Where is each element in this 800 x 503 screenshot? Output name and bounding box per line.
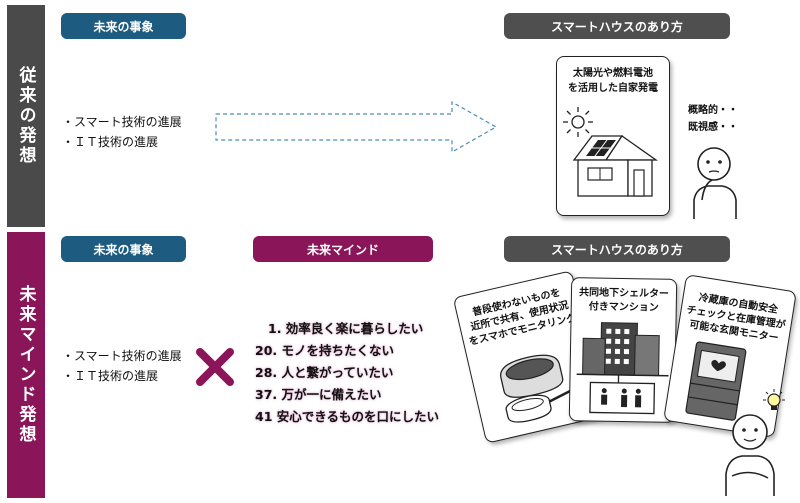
dashed-arrow: [215, 100, 498, 154]
cross-icon: [196, 348, 234, 386]
sharing-card: 普段使わないものを 近所で共有、使用状況 をスマホでモニタリング: [452, 270, 606, 444]
mind-item-37: 37. 万が一に備えたい: [255, 387, 382, 402]
side-label-conventional: 従来の発想: [7, 5, 45, 227]
monitor-card: 冷蔵庫の自動安全 チェックと在庫管理が 可能な玄関モニター: [663, 274, 797, 438]
future-event-header: 未来の事象: [61, 13, 186, 39]
mind-item-1: 1. 効率良く楽に暮らしたい: [268, 321, 424, 336]
mind-item-28: 28. 人と繋がっていたい: [255, 365, 394, 380]
thought-line1: 概略的・・: [688, 105, 738, 116]
fridge-monitor-icon: [685, 341, 747, 421]
smart-house-header: スマートハウスのあり方: [504, 13, 730, 39]
idea-person-icon: [725, 414, 775, 496]
bullet-it-tech: ・ＩＴ技術の進展: [62, 135, 159, 149]
thinking-person-icon: [693, 147, 737, 219]
future-mind-header: 未来マインド: [253, 236, 433, 262]
cookware-icon: [500, 354, 573, 423]
bullet-smart-tech: ・スマート技術の進展: [62, 115, 182, 129]
lightbulb-icon: [763, 389, 785, 410]
mind-item-41: 41 安心できるものを口にしたい: [255, 409, 439, 424]
future-event-header-2: 未来の事象: [61, 236, 186, 262]
smart-house-header-2: スマートハウスのあり方: [504, 236, 730, 262]
shelter-card: 共同地下シェルター 付きマンション: [568, 277, 678, 423]
shelter-text-2: 付きマンション: [588, 301, 659, 314]
mind-item-20: 20. モノを持ちたくない: [255, 343, 394, 358]
solar-house-icon: [572, 135, 659, 197]
side-label-future-mind: 未来マインド発想: [7, 232, 45, 498]
card-text-line2: を活用した自家発電: [568, 83, 658, 94]
sun-icon: [563, 107, 593, 137]
apartment-shelter-icon: [576, 322, 669, 415]
bullet-smart-tech-2: ・スマート技術の進展: [62, 349, 182, 363]
thought-line2: 既視感・・: [688, 122, 738, 133]
card-text-line1: 太陽光や燃料電池: [573, 68, 653, 79]
bullet-it-tech-2: ・ＩＴ技術の進展: [62, 369, 159, 383]
